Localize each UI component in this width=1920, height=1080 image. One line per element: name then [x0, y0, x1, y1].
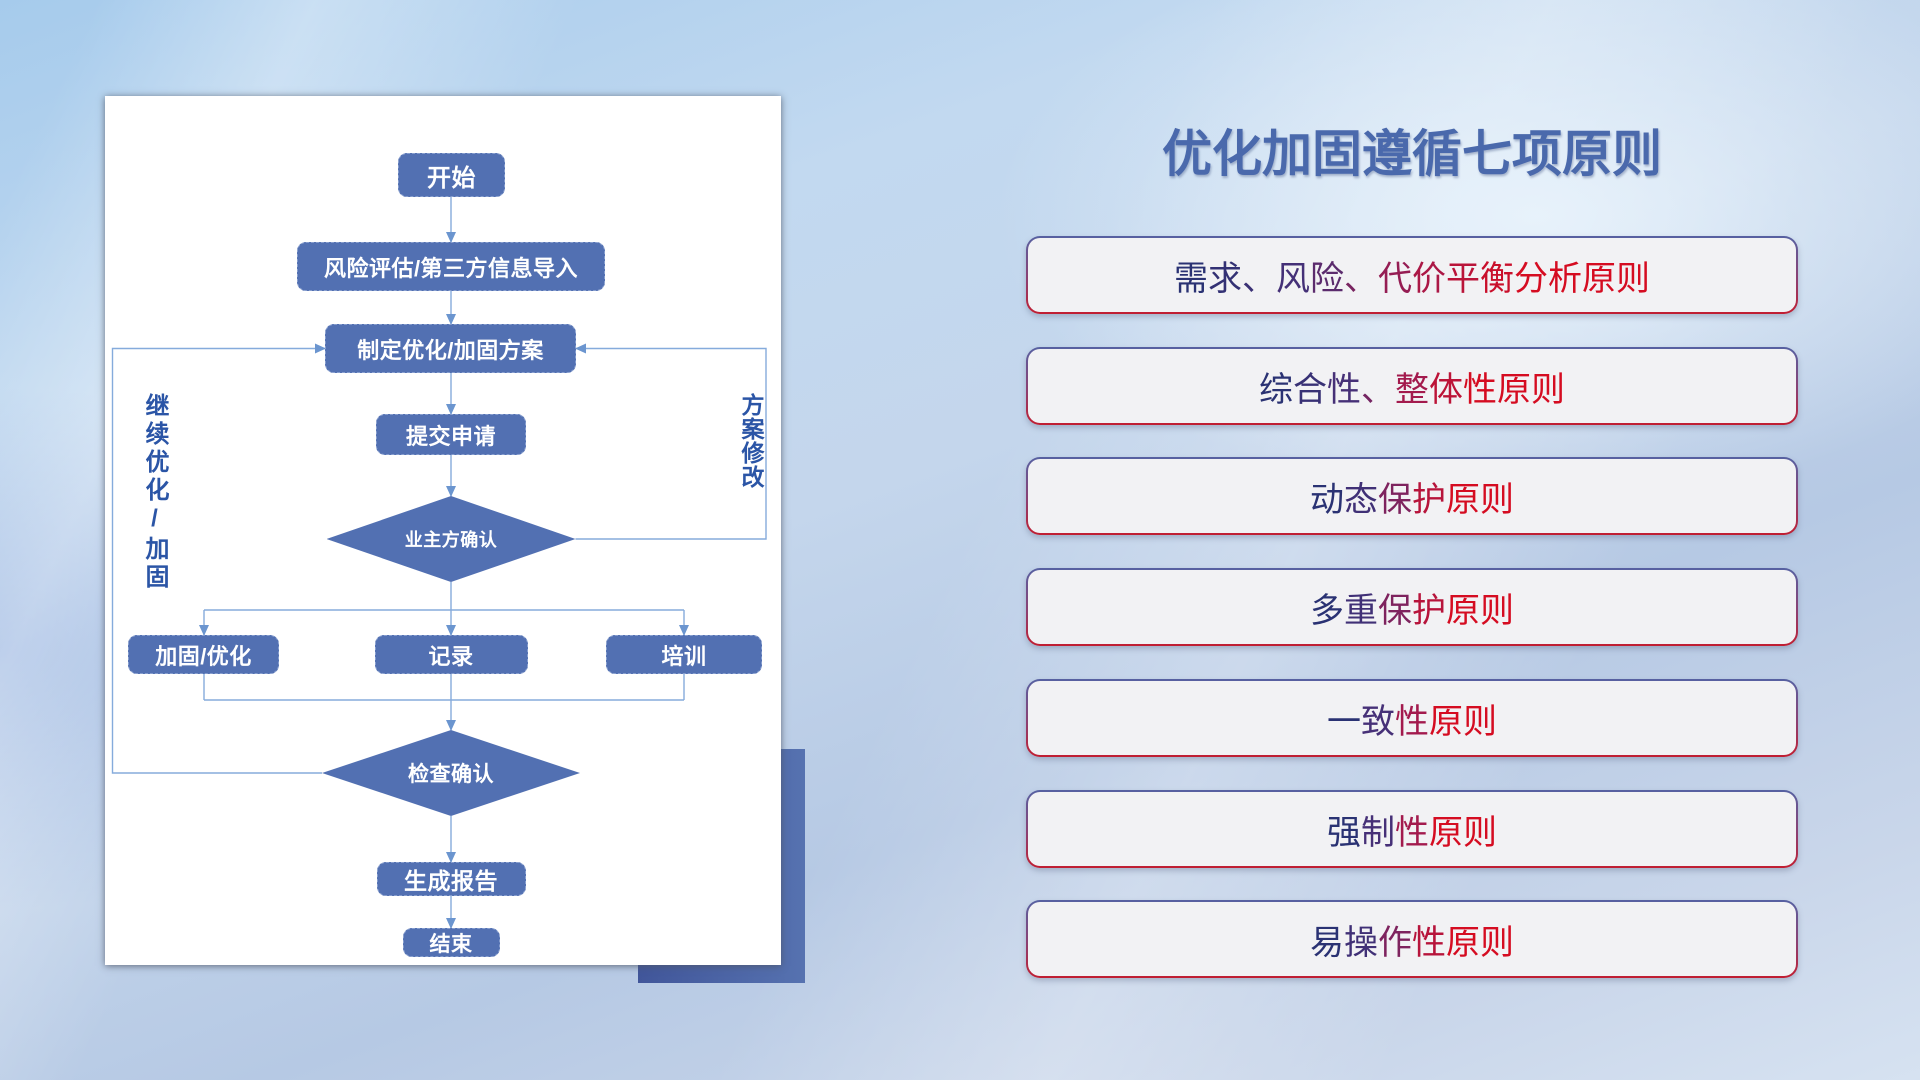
panel-title: 优化加固遵循七项原则: [1162, 126, 1662, 182]
flow-node-training: 培训: [606, 635, 762, 674]
flow-node-make-plan: 制定优化/加固方案: [325, 324, 576, 373]
principle-box-1: 需求、风险、代价平衡分析原则: [1026, 236, 1798, 314]
principle-box-4: 多重保护原则: [1026, 568, 1798, 646]
principle-box-2: 综合性、整体性原则: [1026, 347, 1798, 425]
principle-text-3: 动态保护原则: [1310, 480, 1514, 519]
flow-node-record: 记录: [374, 635, 528, 674]
flowchart-card: 开始 风险评估/第三方信息导入 制定优化/加固方案 提交申请 业主方确认 加固/…: [105, 96, 781, 965]
principle-text-2: 综合性、整体性原则: [1259, 370, 1565, 409]
principle-text-1: 需求、风险、代价平衡分析原则: [1174, 259, 1650, 298]
flow-node-report: 生成报告: [376, 862, 526, 896]
principle-text-5: 一致性原则: [1327, 702, 1497, 741]
principle-text-6: 强制性原则: [1327, 813, 1497, 852]
flowchart-connectors: [111, 197, 767, 929]
loop-label-plan-revise: 方案修改: [738, 393, 764, 489]
principle-box-7: 易操作性原则: [1026, 900, 1798, 978]
flow-node-harden: 加固/优化: [128, 635, 279, 674]
principle-box-5: 一致性原则: [1026, 679, 1798, 757]
flow-node-submit: 提交申请: [376, 414, 526, 455]
flow-node-end: 结束: [402, 928, 500, 957]
principle-text-4: 多重保护原则: [1310, 591, 1514, 630]
principle-box-6: 强制性原则: [1026, 790, 1798, 868]
flow-node-risk-assess: 风险评估/第三方信息导入: [297, 242, 605, 291]
flow-node-start: 开始: [398, 153, 505, 197]
loop-label-continue-optimize: 继续优化/加固: [141, 393, 168, 592]
principle-box-3: 动态保护原则: [1026, 457, 1798, 535]
principle-text-7: 易操作性原则: [1310, 923, 1514, 962]
